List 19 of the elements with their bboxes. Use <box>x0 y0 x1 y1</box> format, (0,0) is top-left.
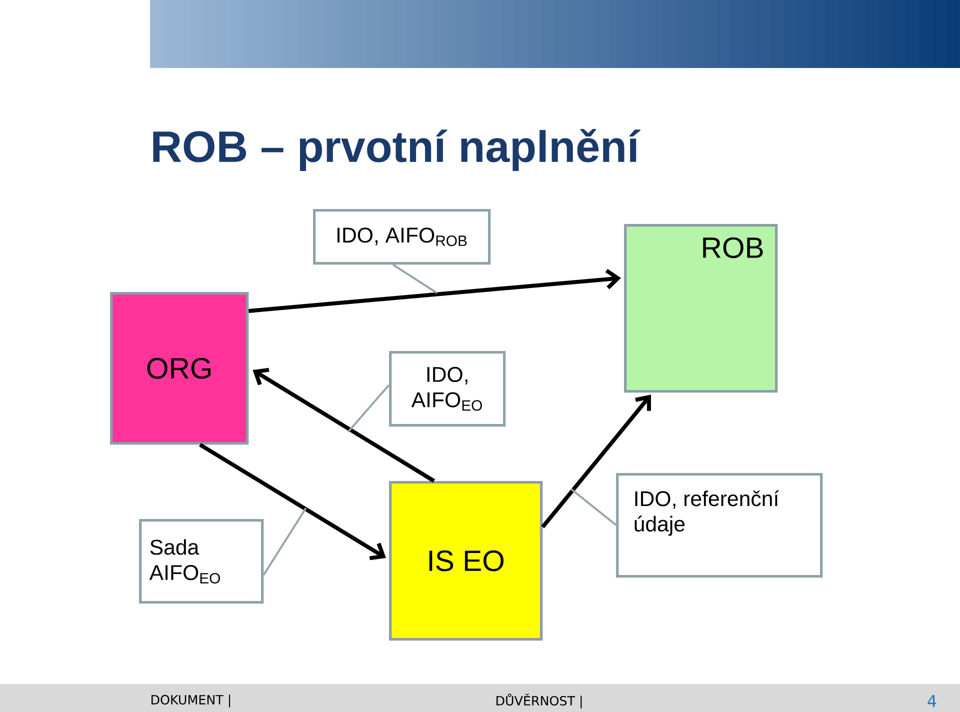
leader-line <box>347 384 390 433</box>
arrow <box>252 368 436 483</box>
title: ROB – prvotní naplnění <box>153 129 640 171</box>
callout-box: Sada AIFO$_{EO}$ <box>139 519 264 604</box>
arrow <box>248 268 621 313</box>
process-box: ROB <box>624 224 778 393</box>
process-box: ORG <box>110 292 249 445</box>
footer-text: 4 <box>928 695 936 707</box>
footer-text: DŮVĚRNOST | <box>496 694 582 708</box>
leader-line <box>262 507 307 576</box>
arrow <box>541 394 651 528</box>
leader-line <box>570 488 617 526</box>
process-box: IS EO <box>389 481 543 641</box>
arrow <box>198 442 386 560</box>
footer-text: DOKUMENT | <box>152 694 230 708</box>
callout-box: IDO, referenční údaje <box>616 473 823 578</box>
callout-box: IDO, AIFO$_{EO}$ <box>389 351 506 427</box>
callout-box: IDO, AIFO$_{ROB}$ <box>313 209 491 265</box>
leader-line <box>392 264 438 294</box>
